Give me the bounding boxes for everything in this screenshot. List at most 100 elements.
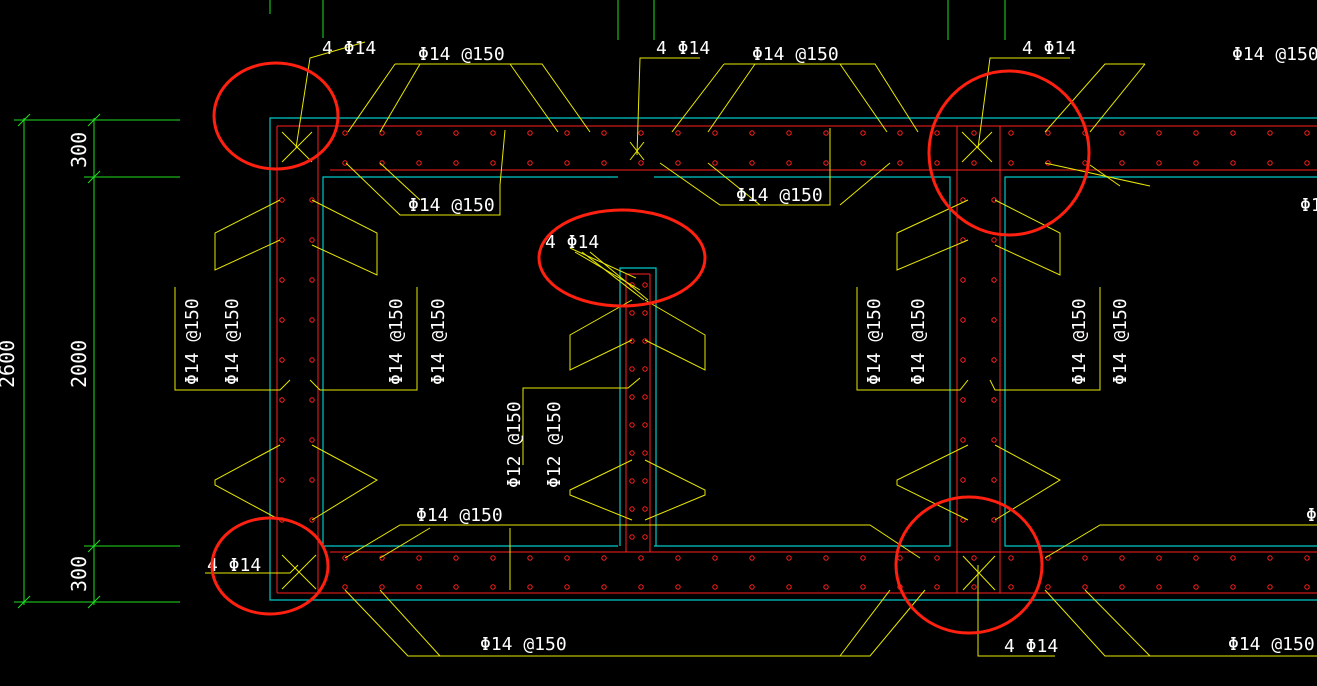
rebar-dot	[1008, 555, 1014, 561]
rebar-dot	[786, 584, 792, 590]
highlight-corner-tl	[212, 61, 340, 171]
rebar-dot	[309, 477, 315, 483]
rebar-dot	[971, 160, 977, 166]
rebar-dot	[1156, 130, 1162, 136]
rebar-dot	[629, 366, 635, 372]
rebar-dot	[309, 277, 315, 283]
rebar-dot	[675, 555, 681, 561]
rebar-dot	[453, 555, 459, 561]
rebar-dot	[601, 584, 607, 590]
rebar-dot	[1119, 555, 1125, 561]
rebar-dot	[379, 130, 385, 136]
rebar-dot	[490, 584, 496, 590]
label-edge-right-top: Φ1	[1300, 195, 1317, 216]
rebar-dot	[279, 197, 285, 203]
rebar-dot	[279, 357, 285, 363]
rebar-dot	[1267, 130, 1273, 136]
rebar-dot	[642, 394, 648, 400]
rebar-dot	[1045, 130, 1051, 136]
label-center-wall-b: Φ12 @150	[544, 401, 565, 488]
highlight-corner-br	[894, 495, 1044, 635]
rebar-dot	[601, 130, 607, 136]
label-top-slab-middle: Φ14 @150	[752, 44, 839, 65]
rebar-dot	[416, 160, 422, 166]
rebar-dot	[1193, 584, 1199, 590]
rebar-dot	[991, 317, 997, 323]
rebar-dot	[527, 130, 533, 136]
rebar-dot	[1119, 160, 1125, 166]
rebar-dot	[1156, 555, 1162, 561]
rebar-dot	[934, 130, 940, 136]
rebar-dot	[642, 506, 648, 512]
rebar-dot	[786, 555, 792, 561]
rebar-dot	[971, 130, 977, 136]
rebar-dot	[453, 584, 459, 590]
rebar-dot	[991, 277, 997, 283]
label-center-wall-a: Φ12 @150	[504, 401, 525, 488]
rebar-dot	[991, 477, 997, 483]
concrete-outline	[269, 117, 1317, 601]
rebar-dot	[1008, 130, 1014, 136]
rebar-dot	[960, 357, 966, 363]
rebar-dot	[712, 555, 718, 561]
rebar-dot	[642, 422, 648, 428]
highlight-corner-tr	[927, 69, 1091, 237]
highlight-corner-bl	[210, 516, 330, 616]
rebar-dot	[342, 584, 348, 590]
rebar-dot	[379, 555, 385, 561]
rebar-dot	[823, 555, 829, 561]
leader-lines	[174, 41, 1317, 657]
rebar-dot	[823, 130, 829, 136]
dimension-total: 2600	[0, 340, 19, 388]
rebar-dot	[1267, 555, 1273, 561]
label-top-slab-under-left: Φ14 @150	[408, 195, 495, 216]
rebar-dot	[564, 160, 570, 166]
rebar-dot	[379, 584, 385, 590]
rebar-dot	[960, 437, 966, 443]
rebar-dot	[897, 160, 903, 166]
rebar-dot	[991, 397, 997, 403]
rebar-dot	[309, 317, 315, 323]
dimension-labels: 300 2000 300 2600	[0, 132, 91, 592]
rebar-dot	[309, 517, 315, 523]
rebar-dot	[675, 584, 681, 590]
rebar-dot	[860, 160, 866, 166]
rebar-dot	[342, 130, 348, 136]
rebar-dot	[416, 555, 422, 561]
rebar-dot	[453, 130, 459, 136]
rebar-dot	[934, 160, 940, 166]
rebar-dot	[309, 237, 315, 243]
rebar-dot	[1193, 130, 1199, 136]
rebar-dot	[786, 160, 792, 166]
rebar-dot	[309, 357, 315, 363]
rebar-dot	[490, 555, 496, 561]
rebar-dot	[1082, 160, 1088, 166]
rebar-dot	[527, 584, 533, 590]
rebar-dot	[279, 437, 285, 443]
rebar-dot	[629, 478, 635, 484]
label-left-wall-d: Φ14 @150	[428, 298, 449, 385]
rebar-dot	[1045, 584, 1051, 590]
dimension-top: 300	[67, 132, 91, 168]
rebar-dot	[971, 584, 977, 590]
rebar-dot	[309, 197, 315, 203]
rebar-dot	[934, 555, 940, 561]
rebar-dot	[1119, 584, 1125, 590]
rebar-dot	[564, 555, 570, 561]
label-edge-right-bottom: Φ	[1306, 505, 1317, 526]
label-right-wall-a: Φ14 @150	[864, 298, 885, 385]
rebar-dot	[309, 397, 315, 403]
rebar-dot	[991, 517, 997, 523]
rebar-dot	[629, 422, 635, 428]
rebar-dot	[960, 477, 966, 483]
rebar-dot	[749, 555, 755, 561]
rebar-dot	[971, 555, 977, 561]
rebar-dot	[991, 437, 997, 443]
rebar-dot	[712, 160, 718, 166]
rebar-dot	[1304, 160, 1310, 166]
rebar-dot	[897, 555, 903, 561]
rebar-dot	[823, 584, 829, 590]
rebar-dot	[897, 130, 903, 136]
rebar-dot	[991, 197, 997, 203]
rebar-dot	[675, 160, 681, 166]
